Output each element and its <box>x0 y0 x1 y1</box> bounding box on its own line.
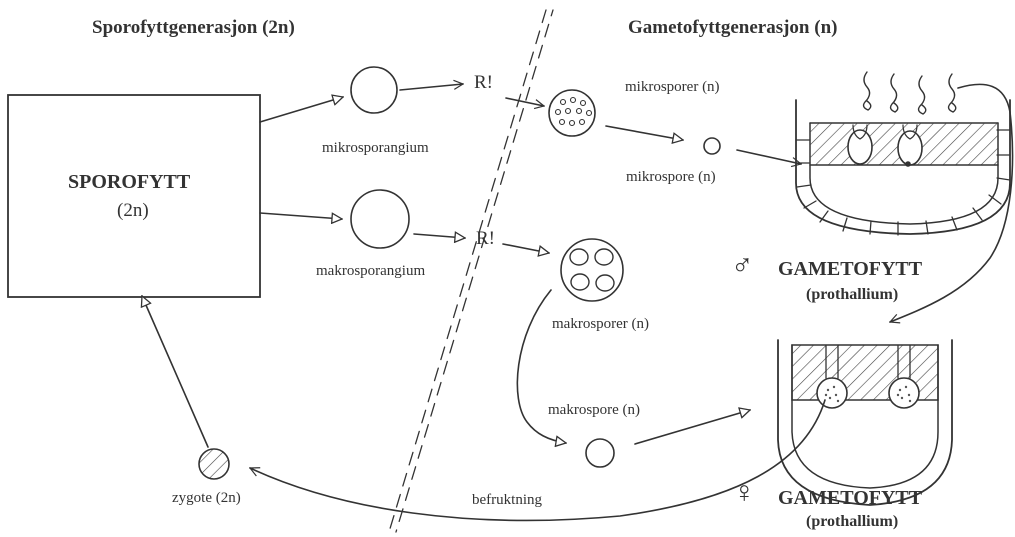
arrow-sporophyte-to-macrosporangium <box>259 212 342 219</box>
microsporangium-label: mikrosporangium <box>322 140 429 156</box>
microspores-label: mikrosporer (n) <box>625 79 720 95</box>
arrow-fertilization-to-zygote <box>250 399 826 522</box>
female-symbol: ♀ <box>733 476 756 509</box>
arrow-microsporangium-to-meiosis <box>399 84 463 91</box>
arrow-zygote-to-sporophyte <box>142 296 209 448</box>
arrow-macrospore-to-female-gametophyte <box>634 410 750 445</box>
male-gametophyte-drawing <box>795 99 1011 236</box>
zygote <box>198 448 230 480</box>
arrow-macrosporangium-to-meiosis <box>413 234 465 238</box>
sporophyte-box <box>7 94 261 298</box>
arrow-microspores-to-microspore <box>605 125 683 140</box>
male-gametophyte-subtitle: (prothallium) <box>806 286 899 303</box>
microspore-cluster <box>548 89 596 137</box>
macrosporangium <box>350 189 410 249</box>
meiosis-micro-label: R! <box>474 72 493 93</box>
macrosporangium-label: makrosporangium <box>316 263 426 279</box>
single-macrospore <box>585 438 615 468</box>
sperm-cells <box>862 71 957 115</box>
female-gametophyte-title: GAMETOFYTT <box>778 487 923 509</box>
gametophyte-generation-heading: Gametofyttgenerasjon (n) <box>628 17 838 38</box>
arrow-meiosis-to-microspores <box>505 97 544 106</box>
sporophyte-ploidy: (2n) <box>117 200 149 221</box>
arrow-macrospores-to-macrospore <box>516 289 566 443</box>
sporophyte-title: SPOROFYTT <box>68 171 191 193</box>
fertilization-label: befruktning <box>472 492 542 508</box>
male-symbol: ♂ <box>731 249 754 282</box>
female-gametophyte-subtitle: (prothallium) <box>806 513 899 530</box>
arrow-microspore-to-male-gametophyte <box>736 149 801 164</box>
generation-boundary <box>388 9 554 533</box>
microspore-dots <box>554 96 593 127</box>
female-gametophyte-drawing <box>777 339 953 506</box>
arrow-sporophyte-to-microsporangium <box>259 97 343 123</box>
arrow-sperm-to-female-gametophyte <box>890 83 1014 322</box>
microsporangium <box>350 66 398 114</box>
macrospore-label: makrospore (n) <box>548 402 641 418</box>
zygote-label: zygote (2n) <box>172 490 241 506</box>
sporophyte-generation-heading: Sporofyttgenerasjon (2n) <box>92 17 295 38</box>
meiosis-macro-label: R! <box>476 228 495 249</box>
microspore-label: mikrospore (n) <box>626 169 716 185</box>
arrow-meiosis-to-macrospores <box>502 243 549 253</box>
macrospore-tetrad <box>560 238 624 302</box>
male-gametophyte-title: GAMETOFYTT <box>778 258 923 280</box>
single-microspore <box>703 137 721 155</box>
macrospore-cells <box>569 248 615 292</box>
macrospores-label: makrosporer (n) <box>552 316 650 332</box>
